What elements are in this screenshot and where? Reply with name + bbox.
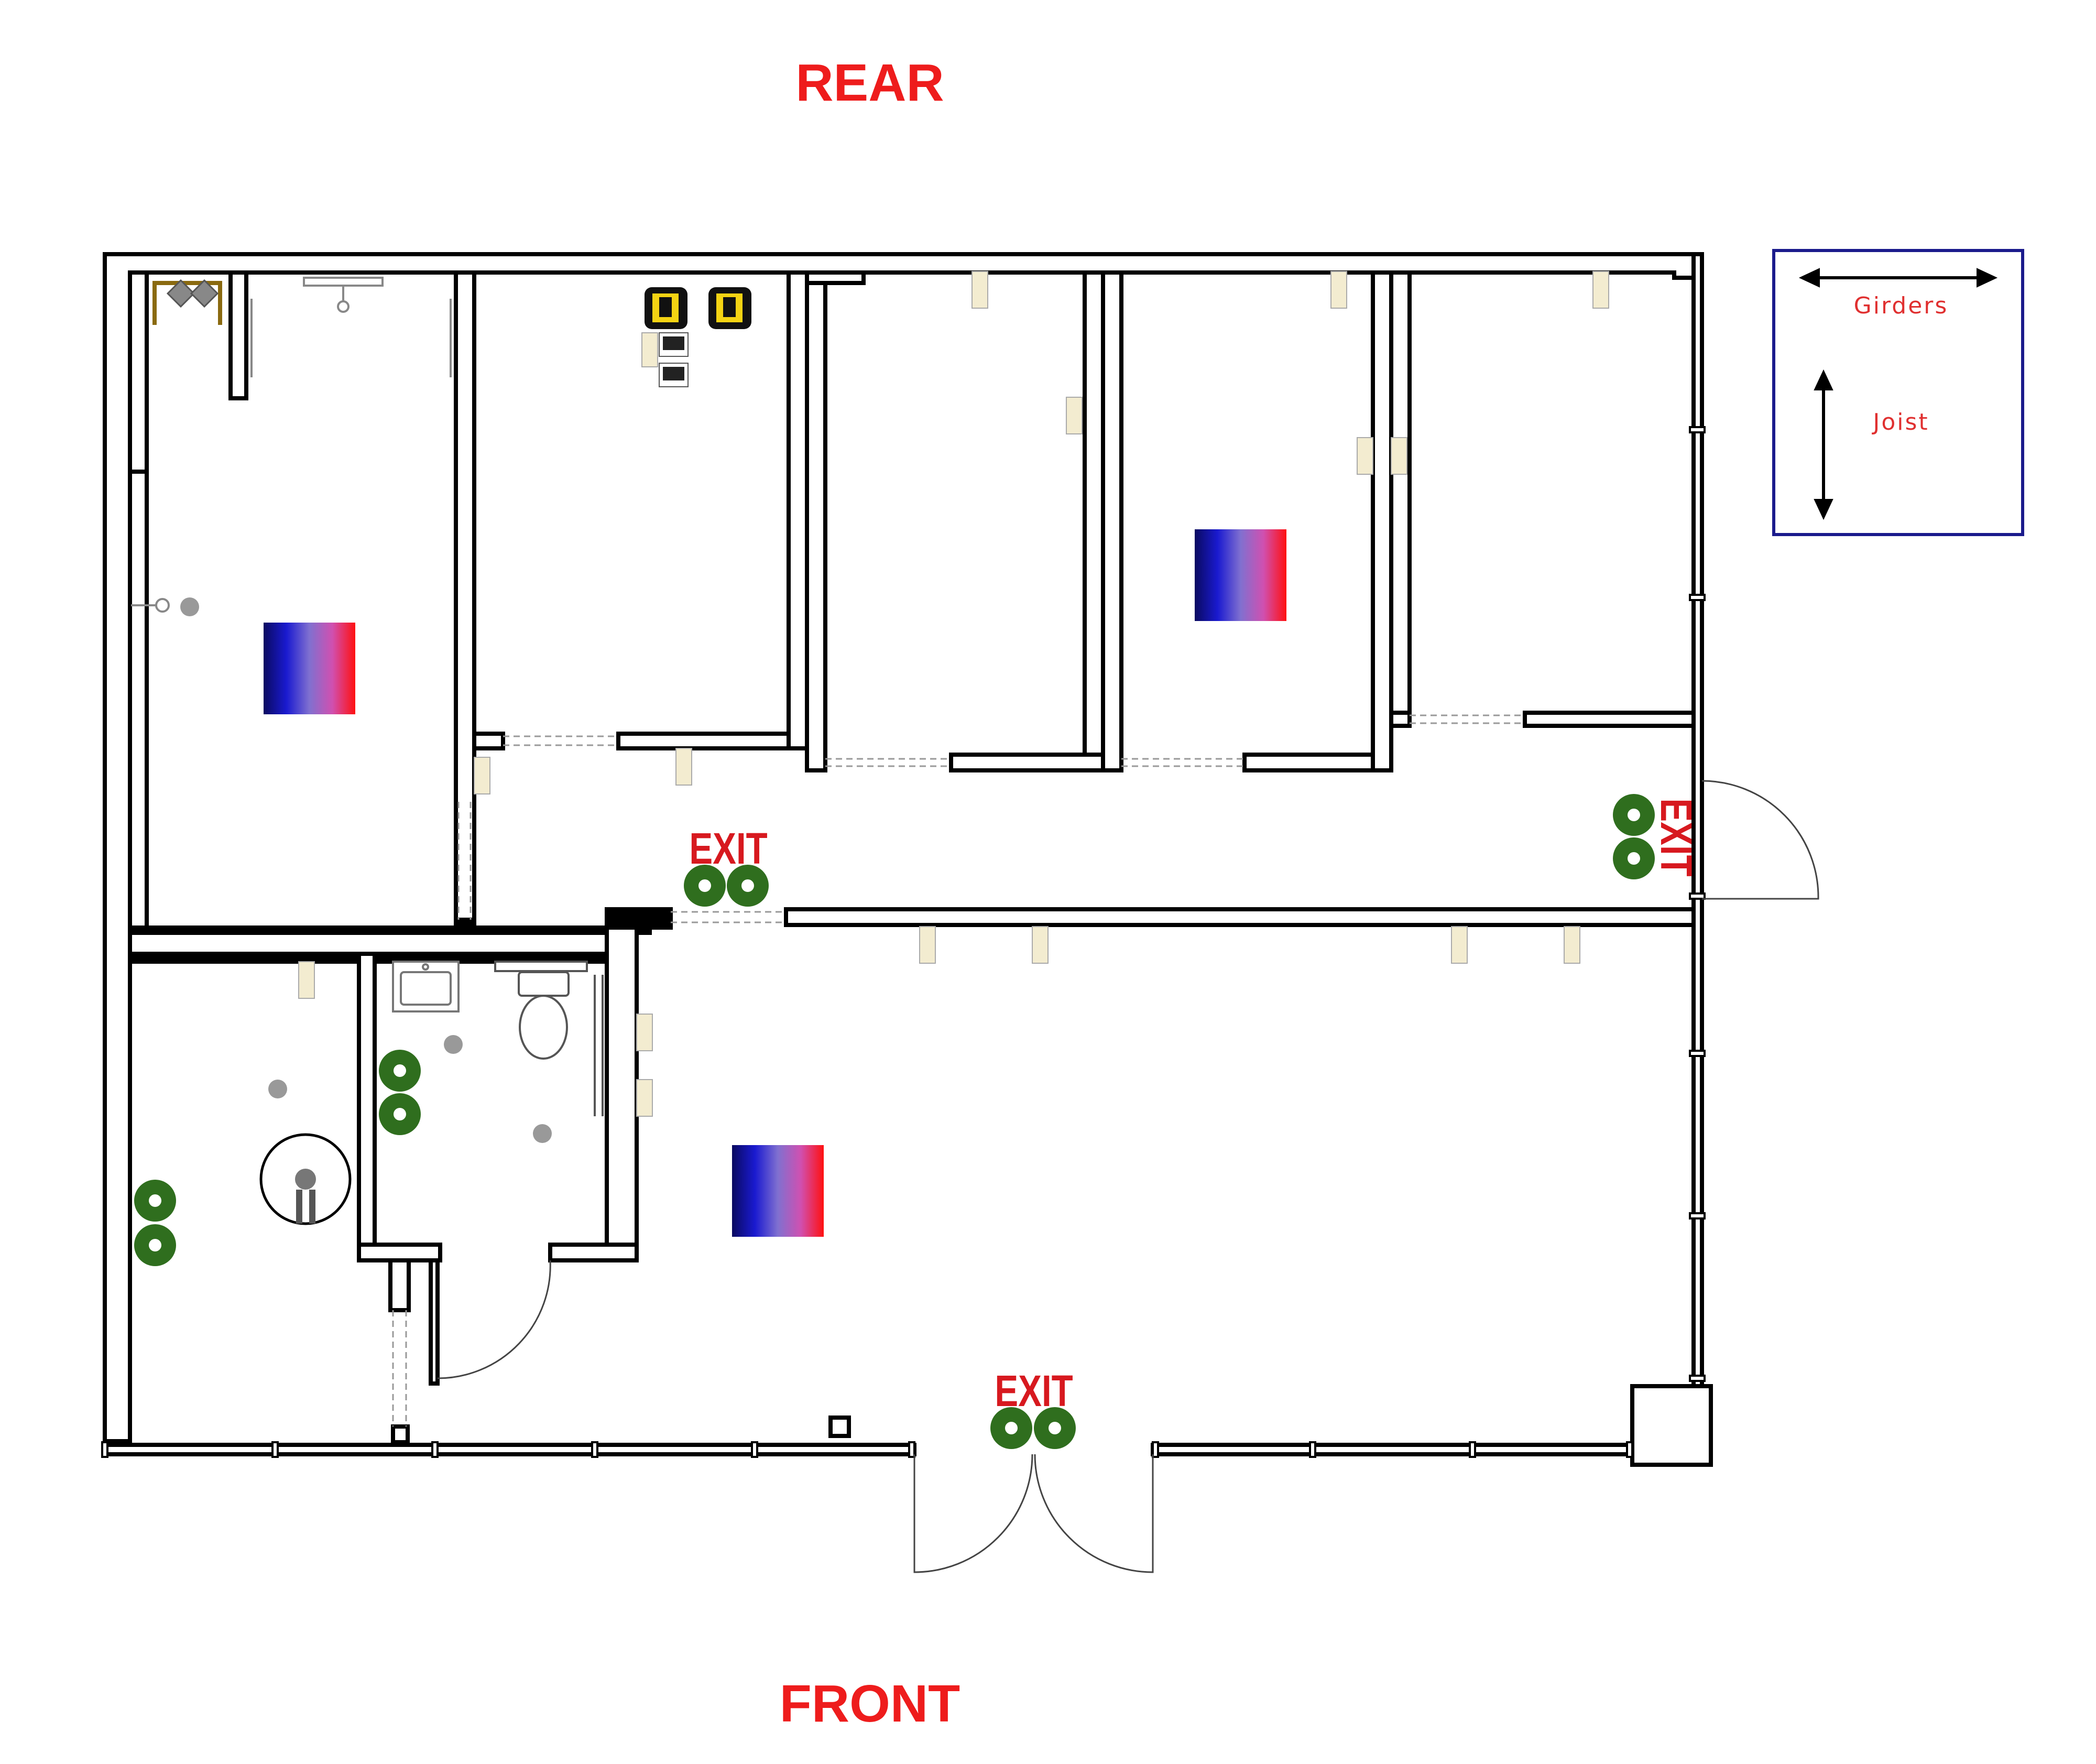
outlet-icon (298, 961, 315, 999)
toilet-icon (494, 961, 604, 1116)
legend-box (1772, 249, 2024, 536)
smoke-detector-icon (684, 865, 726, 907)
double-arrow-icon (1798, 268, 1998, 288)
sprinkler-icon (180, 597, 199, 616)
outlet-icon (1032, 926, 1049, 964)
exit-sign-corridor: EXIT (689, 824, 767, 874)
outlet-icon (1357, 437, 1373, 475)
water-heater-icon (152, 279, 222, 325)
sprinkler-icon (533, 1124, 552, 1143)
smoke-detector-icon (134, 1180, 176, 1222)
electrical-panel-icon (645, 287, 687, 329)
outlet-icon (474, 757, 490, 794)
window-mullions (101, 426, 1706, 1458)
outlet-icon (675, 748, 692, 786)
outlet-icon (919, 926, 936, 964)
smoke-detector-icon (1034, 1407, 1076, 1449)
outlet-icon (636, 1014, 653, 1051)
outlet-icon (1330, 271, 1347, 309)
outlet-icon (641, 332, 658, 367)
outlet-icon (971, 271, 988, 309)
front-label: FRONT (780, 1674, 960, 1733)
right-exit-door-swing (1701, 780, 1819, 900)
front-left-door-swing (913, 1454, 1033, 1573)
sprinkler-icon (444, 1035, 463, 1054)
legend: Girders Joist (1772, 249, 2024, 536)
smoke-detectors (134, 794, 1655, 1449)
outlet-icon (1066, 397, 1083, 434)
sprinkler-icon (268, 1080, 287, 1098)
outlet-icon (1391, 437, 1407, 475)
rear-label: REAR (795, 53, 944, 112)
double-arrow-icon (1814, 369, 1833, 520)
exit-sign-right: EXIT (1651, 798, 1700, 876)
shower-valve-icon (131, 598, 170, 613)
exit-sign-front: EXIT (995, 1367, 1073, 1416)
network-jack-icon (659, 332, 689, 357)
smoke-detector-icon (379, 1050, 421, 1092)
network-jack-icon (659, 363, 689, 387)
smoke-detector-icon (990, 1407, 1032, 1449)
sink-icon (392, 961, 460, 1012)
smoke-detector-icon (1613, 837, 1655, 879)
electrical-panel-icon (708, 287, 751, 329)
outlet-icon (636, 1079, 653, 1117)
shower-icon (250, 277, 452, 377)
heater-icon (264, 623, 355, 714)
bathroom-door-swing (437, 1260, 551, 1379)
water-heater-tank-icon (259, 1133, 352, 1225)
legend-girders-label: Girders (1854, 292, 1949, 319)
smoke-detector-icon (379, 1093, 421, 1135)
legend-joist-label: Joist (1871, 409, 1929, 435)
front-right-door-swing (1034, 1454, 1154, 1573)
door-swings (437, 780, 1819, 1573)
heater-icon (732, 1145, 824, 1237)
door-openings (392, 714, 1525, 1427)
heater-icon (1195, 529, 1286, 621)
outlet-icon (1564, 926, 1580, 964)
walls (103, 252, 1713, 1467)
smoke-detector-icon (134, 1224, 176, 1266)
outlet-icon (1451, 926, 1468, 964)
outlet-icon (1592, 271, 1609, 309)
outlets (298, 271, 1609, 1117)
smoke-detector-icon (1613, 794, 1655, 836)
smoke-detector-icon (727, 865, 769, 907)
